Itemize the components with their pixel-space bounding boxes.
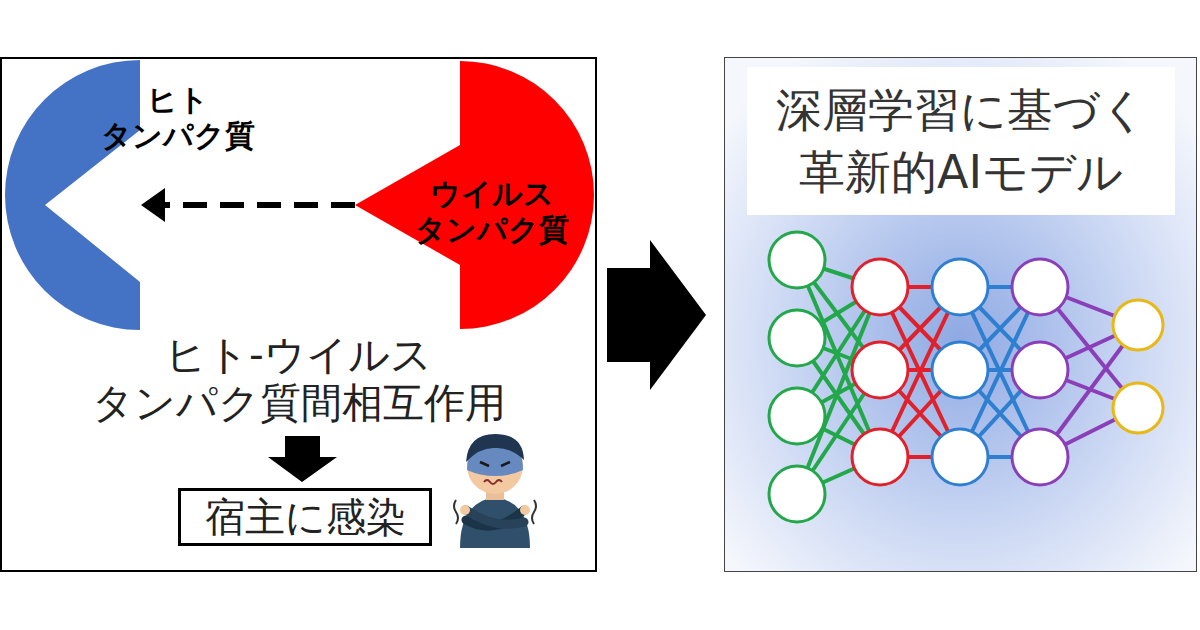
network-neuron [1012, 342, 1068, 398]
virus-protein-shape: ウイルス タンパク質 [355, 60, 594, 330]
neural-network [769, 232, 1163, 522]
network-neuron [1012, 259, 1068, 315]
network-neuron [932, 342, 988, 398]
network-neuron [1113, 300, 1163, 350]
right-panel: 深層学習に基づく 革新的AIモデル [724, 57, 1197, 572]
network-neuron [932, 429, 988, 485]
person-hand [520, 505, 530, 515]
title-box: 深層学習に基づく 革新的AIモデル [747, 67, 1175, 215]
network-neuron [852, 342, 908, 398]
network-neuron [852, 259, 908, 315]
person-body [460, 497, 530, 548]
person-hair [466, 434, 524, 462]
network-neuron [769, 310, 825, 366]
shivering-person [454, 434, 536, 548]
dashed-arrow [141, 188, 355, 222]
panel-label: ヒト-ウイルス タンパク質間相互作用 [59, 331, 539, 427]
network-neuron [1113, 383, 1163, 433]
block-arrow [607, 240, 706, 390]
shiver-lines [454, 500, 536, 524]
network-neuron [769, 388, 825, 444]
human-protein-shape: ヒト タンパク質 [5, 60, 141, 330]
process-box: 宿主に感染 [178, 488, 432, 546]
arrow-head [141, 188, 165, 222]
shape-label: ヒト タンパク質 [93, 82, 263, 154]
shape-outline [5, 60, 141, 330]
person-arm [466, 510, 524, 526]
network-neuron [769, 466, 825, 522]
network-neuron [1012, 429, 1068, 485]
box-label: 宿主に感染 [205, 492, 406, 542]
arrow-head [650, 240, 706, 390]
down-arrow [268, 436, 337, 482]
shape-label: ウイルス タンパク質 [407, 176, 577, 248]
network-neuron [932, 259, 988, 315]
person-arm [466, 510, 524, 524]
person-mouth [484, 480, 502, 484]
network-neuron [852, 429, 908, 485]
left-panel: ヒト-ウイルス タンパク質間相互作用ヒト タンパク質ウイルス タンパク質宿主に感… [0, 57, 597, 572]
network-neuron [769, 232, 825, 288]
person-eyes [480, 462, 510, 466]
panel-background [725, 58, 1196, 571]
person-hand [460, 505, 470, 515]
arrow-shaft [165, 202, 355, 208]
arrow-shaft [607, 268, 650, 362]
